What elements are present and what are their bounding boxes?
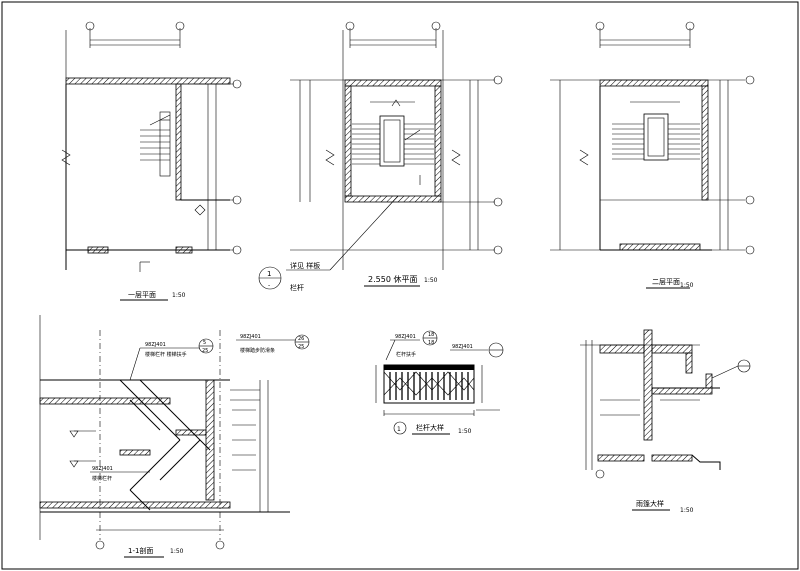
rail-note-1: 98ZJ401 (395, 334, 416, 340)
canopy-detail: 雨篷大样 1:50 (580, 329, 751, 514)
canopy-detail-title: 雨篷大样 (636, 499, 664, 508)
leader-note-line2: 栏杆 (290, 283, 304, 292)
section-note-e: 98ZJ401 (92, 466, 113, 472)
plan-mid-landing: 1 - 详见 样板 栏杆 2.550 休平面 1:50 (258, 21, 503, 292)
plan-second-floor: 二层平面 1:50 (550, 21, 755, 289)
rail-note-3: 98ZJ401 (452, 344, 473, 350)
section-callout-a-bot: 25 (202, 348, 208, 354)
rail-detail-scale: 1:50 (458, 428, 472, 435)
section-note-c: 98ZJ401 (240, 334, 261, 340)
plan-second-title: 二层平面 (652, 278, 680, 286)
plan-ground-title: 一层平面 (128, 291, 156, 299)
leader-callout-bottom: - (268, 282, 270, 289)
leader-callout-top: 1 (267, 270, 271, 278)
section-note-b: 楼梯栏杆 楼梯扶手 (145, 351, 187, 358)
plan-mid-title: 2.550 休平面 (368, 274, 417, 284)
section-title: 1-1剖面 (128, 546, 153, 555)
leader-note-line1: 详见 样板 (290, 261, 320, 270)
rail-detail-title: 栏杆大样 (416, 423, 444, 432)
rail-detail-no: 1 (397, 426, 401, 433)
section-callout-b-bot: 25 (298, 344, 304, 350)
section-note-d: 楼梯踏步防滑条 (240, 347, 275, 354)
rail-note-2: 栏杆扶手 (396, 351, 416, 358)
section-note-f: 楼梯栏杆 (92, 475, 112, 482)
plan-ground-floor: 一层平面 1:50 (61, 21, 242, 301)
section-scale: 1:50 (170, 548, 184, 555)
section-note-a: 98ZJ401 (145, 342, 166, 348)
rail-callout-a-bot: 18 (428, 340, 434, 346)
plan-second-scale: 1:50 (680, 282, 694, 289)
plan-ground-scale: 1:50 (172, 292, 186, 299)
canopy-detail-scale: 1:50 (680, 507, 694, 514)
railing-detail: 98ZJ401 18 18 栏杆扶手 98ZJ401 1 栏杆大样 1:50 (375, 330, 504, 435)
section-1-1: 98ZJ401 楼梯栏杆 楼梯扶手 5 25 98ZJ401 楼梯踏步防滑条 2… (39, 315, 310, 558)
section-callout-b-top: 26 (298, 336, 304, 342)
plan-mid-scale: 1:50 (424, 277, 438, 284)
rail-callout-a-top: 18 (428, 332, 434, 338)
section-callout-a-top: 5 (203, 340, 206, 346)
